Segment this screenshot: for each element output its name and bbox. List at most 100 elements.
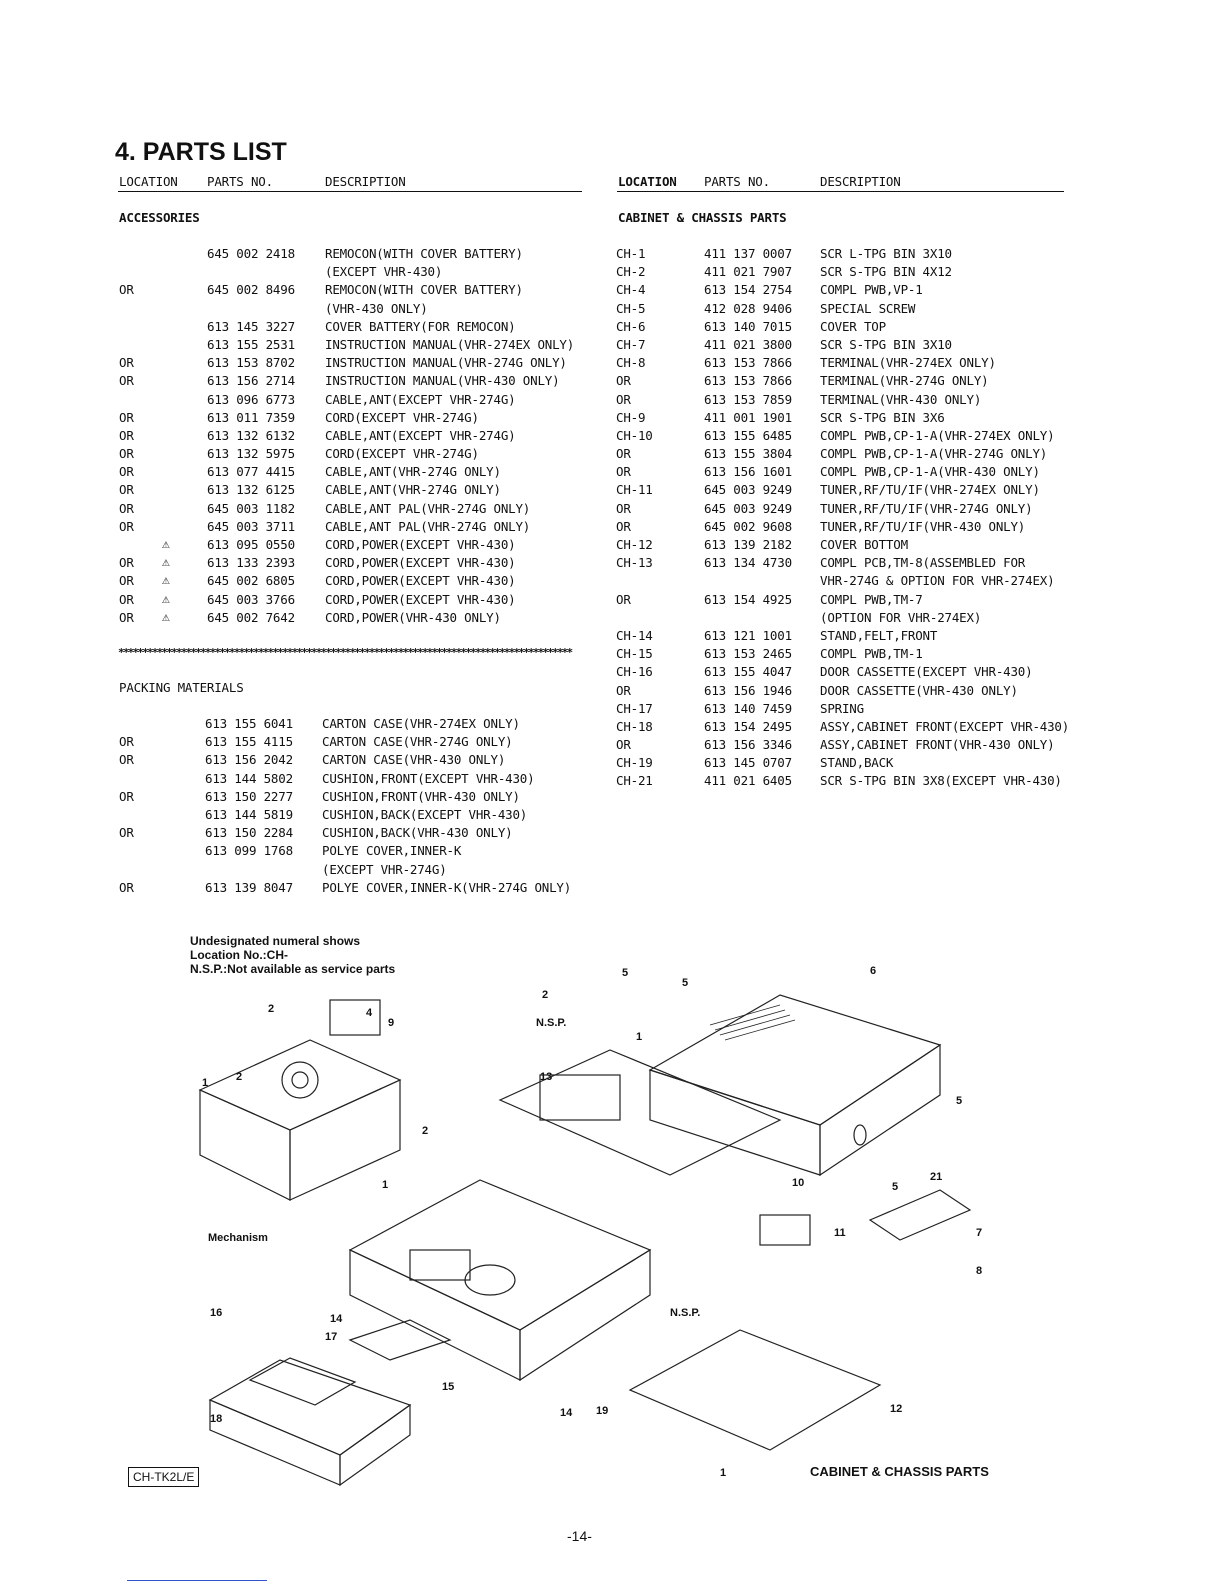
cell-description: COMPL PWB,VP-1 (820, 282, 923, 298)
cell-location: CH-11 (616, 482, 653, 498)
table-row: 645 002 2418 REMOCON(WITH COVER BATTERY) (0, 246, 600, 264)
callout-21: 21 (930, 1171, 942, 1183)
header-description-right: DESCRIPTION (820, 174, 901, 192)
cell-parts-no: 645 002 2418 (207, 246, 295, 261)
callout-14a: 14 (330, 1313, 343, 1325)
callout-2d: 2 (542, 989, 548, 1001)
cell-location: OR (119, 573, 134, 589)
cell-parts-no: 613 134 4730 (704, 555, 792, 571)
cell-location: OR (119, 427, 134, 443)
header-description: DESCRIPTION (325, 174, 406, 192)
circuit-board (498, 1049, 782, 1176)
cell-location: CH-5 (616, 300, 646, 316)
page-number: -14- (567, 1528, 592, 1544)
cell-description: TUNER,RF/TU/IF(VHR-430 ONLY) (820, 518, 1026, 534)
cell-parts-no: 613 139 2182 (704, 537, 792, 552)
cell-parts-no: 411 021 7907 (704, 264, 792, 280)
cell-description: COVER BATTERY(FOR REMOCON) (325, 318, 516, 334)
footer-rule (127, 1580, 267, 1581)
exploded-view-diagram: 2 4 9 1 2 2 1 5 5 6 2 13 1 5 5 10 21 7 8… (198, 965, 982, 1487)
cell-description: SCR S-TPG BIN 3X10 (820, 336, 952, 352)
cell-parts-no: 613 155 4047 (704, 664, 792, 680)
cell-description: CORD(EXCEPT VHR-274G) (325, 409, 479, 425)
cell-location: OR (119, 373, 134, 389)
callout-17: 17 (325, 1331, 337, 1343)
cell-parts-no: 613 156 2714 (207, 373, 295, 389)
table-row: (EXCEPT VHR-274G) (0, 862, 600, 880)
cell-parts-no: 613 133 2393 (207, 555, 295, 571)
cell-description: CABLE,ANT(VHR-274G ONLY) (325, 482, 501, 498)
cell-description: CABLE,ANT PAL(VHR-274G ONLY) (325, 500, 531, 516)
cell-parts-no: 613 153 2465 (704, 646, 792, 662)
table-row: (OPTION FOR VHR-274EX) (0, 610, 1100, 628)
cell-location: OR (616, 518, 631, 534)
table-row: CH-15 613 153 2465 COMPL PWB,TM-1 (0, 646, 1100, 664)
callout-14b: 14 (560, 1407, 573, 1419)
cell-location: CH-15 (616, 646, 653, 662)
callout-18: 18 (210, 1413, 222, 1425)
callout-11: 11 (834, 1227, 846, 1239)
cell-parts-no: 645 003 3711 (207, 518, 295, 534)
cell-location: CH-6 (616, 318, 646, 334)
callout-16: 16 (210, 1307, 222, 1319)
page-title: 4. PARTS LIST (115, 138, 287, 166)
cell-location: CH-10 (616, 427, 653, 443)
callout-9: 9 (388, 1017, 394, 1029)
cell-parts-no: 613 132 6132 (207, 427, 295, 443)
cell-location: OR (616, 446, 631, 462)
table-row: (VHR-430 ONLY) (0, 301, 600, 319)
cell-location: CH-1 (616, 246, 646, 261)
cell-location: OR (119, 555, 134, 571)
cell-parts-no: 613 145 0707 (704, 755, 792, 771)
cell-location: OR (119, 464, 134, 480)
cell-description: COMPL PCB,TM-8(ASSEMBLED FOR (820, 555, 1026, 571)
cell-location: OR (616, 391, 631, 407)
cell-description: CORD,POWER(VHR-430 ONLY) (325, 609, 501, 625)
cell-description: COVER TOP (820, 318, 886, 334)
cell-parts-no: 613 154 2495 (704, 718, 792, 734)
cell-parts-no: 645 002 7642 (207, 609, 295, 625)
cell-parts-no: 613 077 4415 (207, 464, 295, 480)
cell-location: OR (119, 282, 134, 298)
cell-location: OR (119, 825, 134, 841)
cell-description: SCR S-TPG BIN 3X6 (820, 409, 945, 425)
cell-description: REMOCON(WITH COVER BATTERY) (325, 246, 523, 261)
cell-parts-no: 613 150 2284 (205, 825, 293, 841)
cell-description: COMPL PWB,TM-1 (820, 646, 923, 662)
cell-parts-no: 613 153 7859 (704, 391, 792, 407)
cell-description: DOOR CASSETTE(VHR-430 ONLY) (820, 682, 1018, 698)
cell-location: OR (119, 446, 134, 462)
cell-description: TERMINAL(VHR-430 ONLY) (820, 391, 982, 407)
cell-parts-no: 411 001 1901 (704, 409, 792, 425)
callout-7: 7 (976, 1227, 982, 1239)
cell-description: CORD,POWER(EXCEPT VHR-430) (325, 555, 516, 571)
cell-description: COMPL PWB,CP-1-A(VHR-274EX ONLY) (820, 427, 1055, 443)
cell-parts-no: 645 003 9249 (704, 500, 792, 516)
cell-parts-no: 411 137 0007 (704, 246, 792, 261)
cell-description: INSTRUCTION MANUAL(VHR-274EX ONLY) (325, 336, 575, 352)
callout-5a: 5 (622, 967, 628, 979)
accessories-heading: ACCESSORIES (119, 210, 200, 225)
cell-location: CH-4 (616, 282, 646, 298)
cell-description: SCR S-TPG BIN 4X12 (820, 264, 952, 280)
safety-warning-icon: ⚠ (162, 573, 170, 589)
callout-1a: 1 (202, 1077, 208, 1089)
